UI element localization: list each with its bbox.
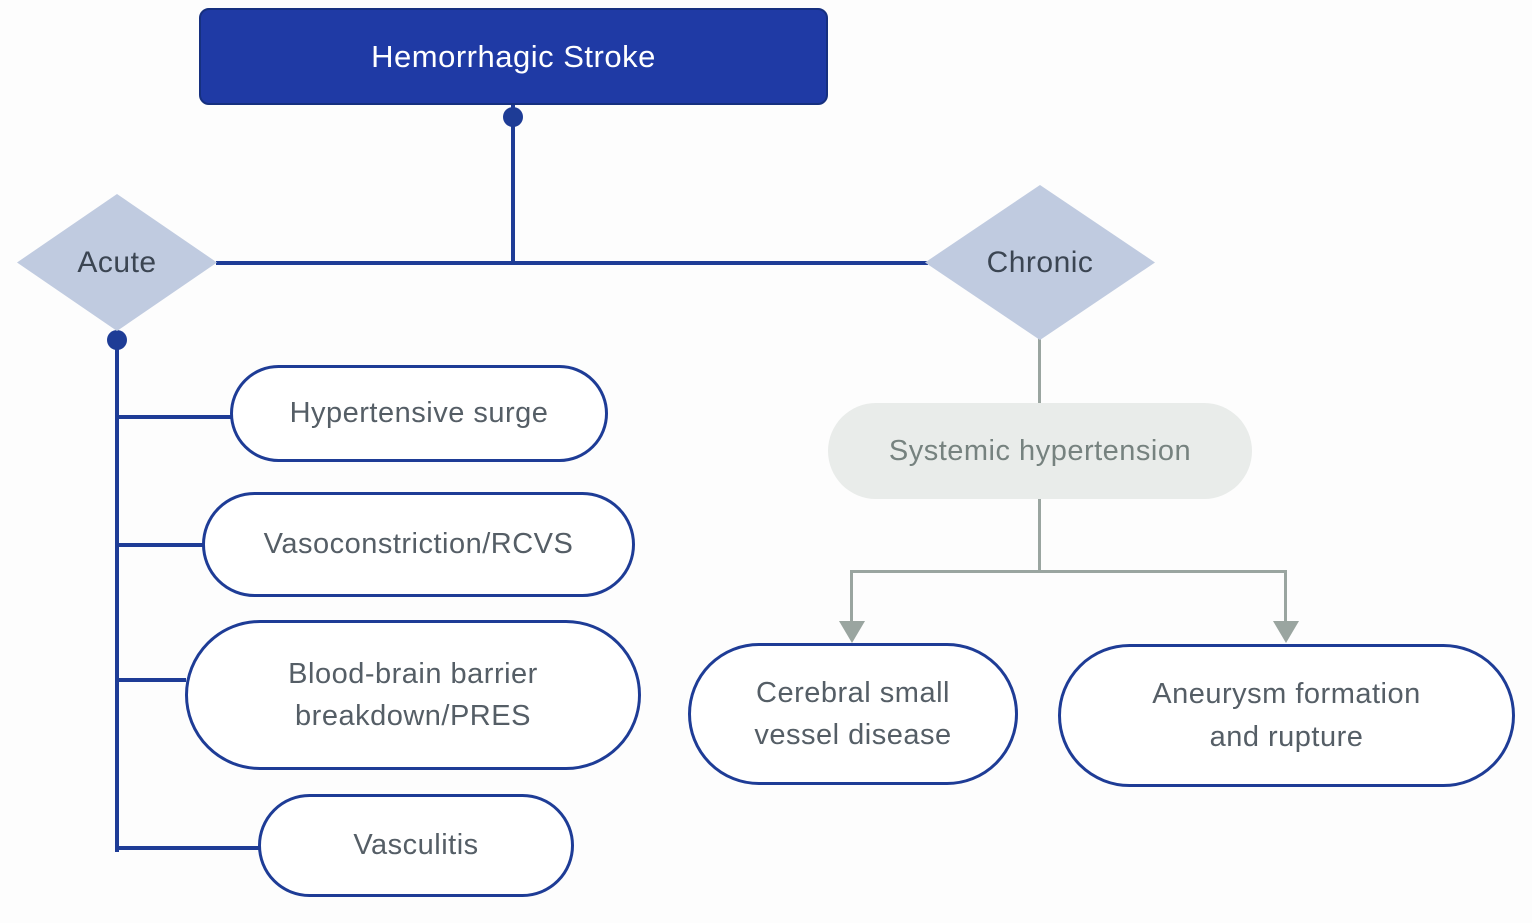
connector-branch-bbb-breakdown bbox=[117, 678, 186, 682]
node-label: Aneurysm formation and rupture bbox=[1152, 678, 1421, 753]
node-hemorrhagic-stroke: Hemorrhagic Stroke bbox=[199, 8, 828, 105]
node-systemic-hypertension: Systemic hypertension bbox=[828, 403, 1252, 499]
down-arrowhead-icon bbox=[1273, 621, 1299, 643]
node-label: Vasculitis bbox=[353, 829, 479, 862]
connector-branch-vasoconstriction bbox=[117, 543, 203, 547]
node-label: Blood-brain barrier breakdown/PRES bbox=[288, 657, 538, 732]
node-label: Chronic bbox=[986, 245, 1094, 279]
node-chronic-diamond: Chronic bbox=[925, 185, 1155, 340]
connector-branch-hypertensive-surge bbox=[117, 415, 231, 419]
connector-acute-dot bbox=[107, 330, 127, 350]
down-arrowhead-icon bbox=[839, 621, 865, 643]
connector-branch-vasculitis bbox=[117, 846, 259, 850]
connector-cause-down bbox=[1038, 499, 1041, 573]
node-aneurysm-formation-rupture: Aneurysm formation and rupture bbox=[1058, 644, 1515, 787]
node-acute-diamond: Acute bbox=[17, 194, 217, 331]
connector-root-dot bbox=[503, 107, 523, 127]
node-label: Cerebral small vessel disease bbox=[754, 676, 952, 751]
connector-outcome-right-vertical bbox=[1284, 570, 1287, 622]
connector-root-vertical bbox=[511, 105, 515, 265]
node-vasculitis: Vasculitis bbox=[258, 794, 574, 897]
node-label: Hypertensive surge bbox=[289, 397, 549, 430]
connector-outcome-left-vertical bbox=[850, 570, 853, 622]
node-vasoconstriction-rcvs: Vasoconstriction/RCVS bbox=[202, 492, 635, 597]
connector-outcomes-horizontal bbox=[851, 570, 1287, 573]
node-cerebral-small-vessel-disease: Cerebral small vessel disease bbox=[688, 643, 1018, 785]
node-bbb-breakdown-pres: Blood-brain barrier breakdown/PRES bbox=[185, 620, 641, 770]
connector-main-horizontal bbox=[216, 261, 928, 265]
node-label: Vasoconstriction/RCVS bbox=[263, 528, 574, 561]
connector-acute-vertical bbox=[115, 338, 119, 852]
node-label: Acute bbox=[77, 245, 157, 279]
connector-chronic-to-cause bbox=[1038, 338, 1041, 405]
node-label: Hemorrhagic Stroke bbox=[371, 38, 656, 74]
node-label: Systemic hypertension bbox=[888, 434, 1192, 467]
node-hypertensive-surge: Hypertensive surge bbox=[230, 365, 608, 462]
